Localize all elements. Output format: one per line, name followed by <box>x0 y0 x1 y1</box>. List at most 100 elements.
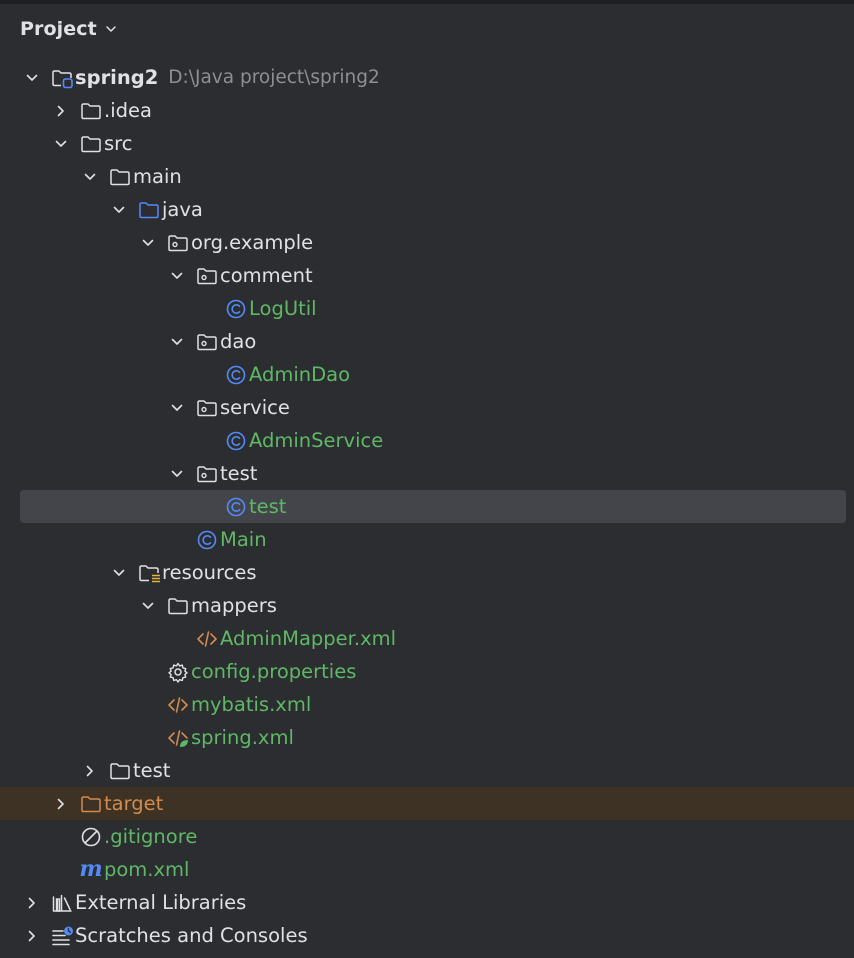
chevron-down-icon[interactable] <box>170 335 184 349</box>
chevron-right-icon[interactable] <box>54 104 68 118</box>
chevron-down-icon[interactable] <box>170 401 184 415</box>
tree-node-label: service <box>220 396 290 419</box>
tree-node-label: External Libraries <box>75 891 247 914</box>
tree-node-label: src <box>104 132 133 155</box>
chevron-down-icon[interactable] <box>54 137 68 151</box>
chevron-right-icon[interactable] <box>54 797 68 811</box>
tree-expand-toggle[interactable] <box>170 401 184 415</box>
tree-node-test-class[interactable]: test <box>0 490 854 523</box>
tree-node-spring-xml[interactable]: spring.xml <box>0 721 854 754</box>
tree-node-adminmapper[interactable]: AdminMapper.xml <box>0 622 854 655</box>
tree-expand-toggle[interactable] <box>25 929 39 943</box>
tree-node-main[interactable]: main <box>0 160 854 193</box>
tree-node-resources[interactable]: resources <box>0 556 854 589</box>
package-icon <box>196 332 218 352</box>
panel-title: Project <box>20 18 97 40</box>
excluded-folder-icon <box>80 794 102 814</box>
tree-node-label: test <box>249 495 287 518</box>
tree-expand-toggle[interactable] <box>170 467 184 481</box>
tree-node-label: comment <box>220 264 313 287</box>
package-icon <box>196 464 218 484</box>
tree-node-java[interactable]: java <box>0 193 854 226</box>
chevron-down-icon <box>106 26 116 32</box>
chevron-down-icon[interactable] <box>170 467 184 481</box>
tree-expand-toggle[interactable] <box>25 71 39 85</box>
tree-node-target[interactable]: target <box>0 787 854 820</box>
chevron-right-icon[interactable] <box>25 929 39 943</box>
tree-node-mappers[interactable]: mappers <box>0 589 854 622</box>
java-class-icon <box>225 497 247 517</box>
tree-expand-toggle[interactable] <box>141 599 155 613</box>
tree-expand-toggle[interactable] <box>170 335 184 349</box>
folder-icon <box>109 167 131 187</box>
tree-expand-toggle[interactable] <box>54 797 68 811</box>
tree-node-comment[interactable]: comment <box>0 259 854 292</box>
tree-expand-toggle[interactable] <box>112 203 126 217</box>
tree-node-idea[interactable]: .idea <box>0 94 854 127</box>
tree-expand-toggle[interactable] <box>83 764 97 778</box>
tree-node-mybatis[interactable]: mybatis.xml <box>0 688 854 721</box>
tree-expand-toggle[interactable] <box>54 104 68 118</box>
folder-icon <box>80 134 102 154</box>
tree-node-label: .gitignore <box>104 825 198 848</box>
scratches-icon <box>51 926 73 946</box>
project-view-header[interactable]: Project <box>20 18 117 40</box>
folder-icon <box>167 596 189 616</box>
resources-folder-icon <box>138 563 160 583</box>
tree-node-src[interactable]: src <box>0 127 854 160</box>
tree-node-label: AdminService <box>249 429 384 452</box>
java-class-icon <box>225 431 247 451</box>
tree-node-logutil[interactable]: LogUtil <box>0 292 854 325</box>
tree-node-label: LogUtil <box>249 297 317 320</box>
tree-expand-toggle[interactable] <box>83 170 97 184</box>
spring-xml-icon <box>167 728 189 748</box>
java-class-icon <box>225 365 247 385</box>
chevron-down-icon[interactable] <box>170 269 184 283</box>
tree-node-label: target <box>104 792 164 815</box>
project-module-icon <box>51 68 73 88</box>
tree-node-org-example[interactable]: org.example <box>0 226 854 259</box>
chevron-down-icon[interactable] <box>83 170 97 184</box>
tree-node-label: .idea <box>104 99 152 122</box>
folder-icon <box>109 761 131 781</box>
tree-node-test-pkg[interactable]: test <box>0 457 854 490</box>
chevron-down-icon[interactable] <box>25 71 39 85</box>
tree-expand-toggle[interactable] <box>112 566 126 580</box>
tree-node-label: config.properties <box>191 660 357 683</box>
tree-node-label: test <box>220 462 258 485</box>
tree-node-scratches[interactable]: Scratches and Consoles <box>0 919 854 952</box>
tree-node-config[interactable]: config.properties <box>0 655 854 688</box>
xml-file-icon <box>167 695 189 715</box>
chevron-down-icon[interactable] <box>141 236 155 250</box>
folder-icon <box>80 101 102 121</box>
tree-node-service[interactable]: service <box>0 391 854 424</box>
tree-expand-toggle[interactable] <box>25 896 39 910</box>
properties-gear-icon <box>167 662 189 683</box>
tree-expand-toggle[interactable] <box>141 236 155 250</box>
tree-node-label: Main <box>220 528 267 551</box>
tree-node-admindao[interactable]: AdminDao <box>0 358 854 391</box>
package-icon <box>196 266 218 286</box>
tree-node-label: AdminDao <box>249 363 351 386</box>
tree-node-adminservice[interactable]: AdminService <box>0 424 854 457</box>
tree-node-test-dir[interactable]: test <box>0 754 854 787</box>
tree-node-external-libraries[interactable]: External Libraries <box>0 886 854 919</box>
chevron-down-icon[interactable] <box>112 203 126 217</box>
tree-node-label: mappers <box>191 594 277 617</box>
tree-node-main-class[interactable]: Main <box>0 523 854 556</box>
tree-node-dao[interactable]: dao <box>0 325 854 358</box>
chevron-right-icon[interactable] <box>25 896 39 910</box>
tree-node-label: AdminMapper.xml <box>220 627 397 650</box>
tree-expand-toggle[interactable] <box>170 269 184 283</box>
chevron-down-icon[interactable] <box>141 599 155 613</box>
tree-expand-toggle[interactable] <box>54 137 68 151</box>
chevron-right-icon[interactable] <box>83 764 97 778</box>
tree-node-gitignore[interactable]: .gitignore <box>0 820 854 853</box>
chevron-down-icon[interactable] <box>112 566 126 580</box>
source-folder-icon <box>138 200 160 220</box>
maven-icon: m <box>79 856 102 882</box>
